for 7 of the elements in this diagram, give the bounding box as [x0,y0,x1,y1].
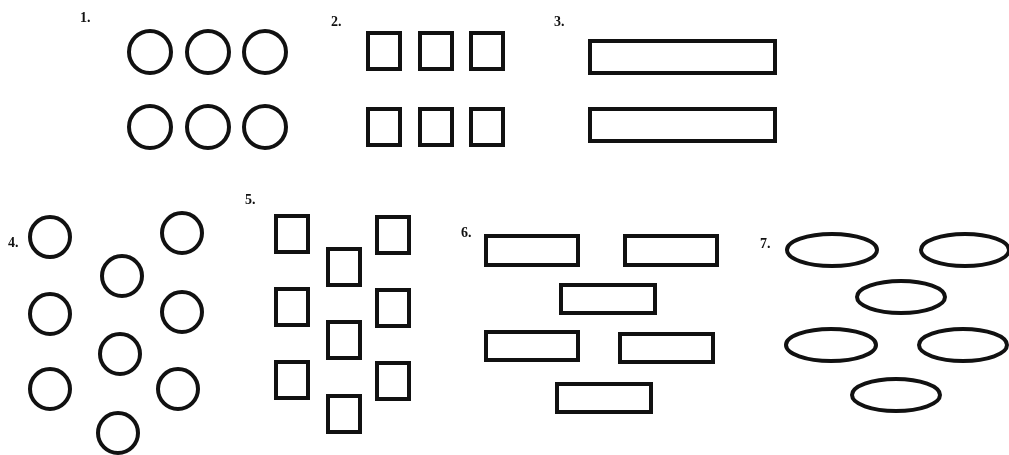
pattern-number: 4. [8,235,19,251]
pattern-number: 3. [554,14,565,30]
pattern-number: 2. [331,14,342,30]
pattern-number: 1. [80,10,91,26]
pattern-number: 5. [245,192,256,208]
pattern-number: 7. [760,236,771,252]
pattern-number: 6. [461,225,472,241]
